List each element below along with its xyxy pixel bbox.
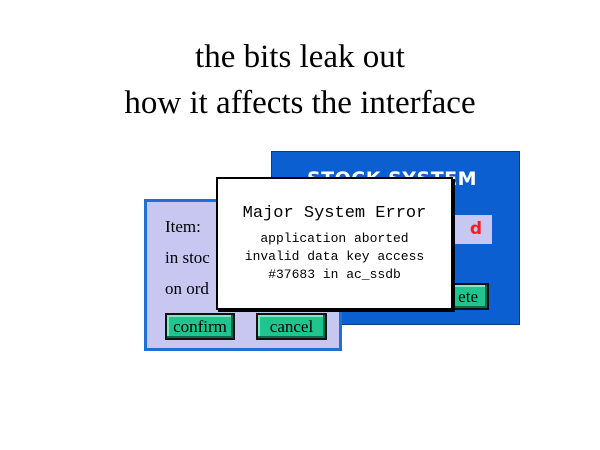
error-title: Major System Error (242, 204, 427, 223)
confirm-button[interactable]: confirm (165, 313, 235, 340)
in-stock-label: in stoc (165, 248, 210, 267)
error-message-line3: #37683 in ac_ssdb (268, 267, 401, 282)
stock-status-value: d (469, 219, 482, 239)
cancel-button[interactable]: cancel (256, 313, 327, 340)
slide-title-line1: the bits leak out (195, 39, 405, 75)
error-message-line2: invalid data key access (244, 249, 425, 264)
item-label: Item: (165, 217, 201, 236)
error-dialog: Major System Error application aborted i… (216, 177, 453, 310)
on-order-label: on ord (165, 279, 209, 298)
error-message-line1: application aborted (260, 231, 409, 246)
slide-title-line2: how it affects the interface (124, 85, 476, 121)
